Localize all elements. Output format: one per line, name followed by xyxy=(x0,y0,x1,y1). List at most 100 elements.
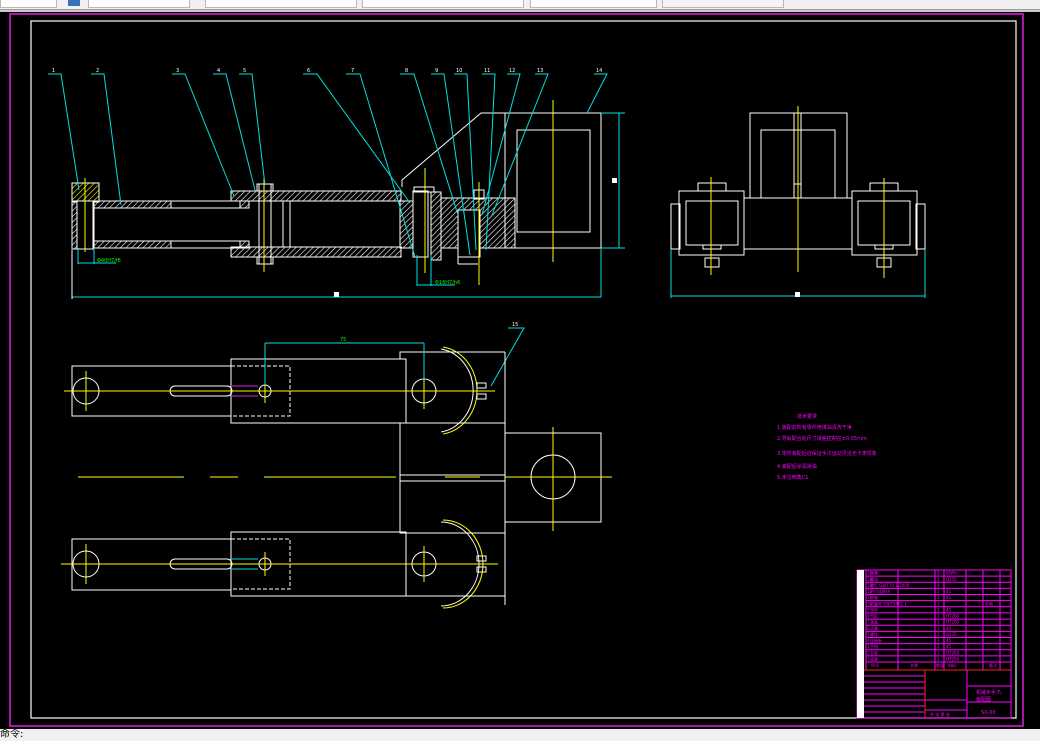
parts-list-qty: 1 xyxy=(937,650,940,655)
plan-view xyxy=(61,346,612,609)
front-section-view xyxy=(71,100,602,285)
parts-list-material: 45 xyxy=(946,638,952,643)
title-block xyxy=(856,569,1012,719)
tech-req-item: 1.装配前所有零件用煤油清洗干净 xyxy=(777,424,852,431)
parts-list-qty: 2 xyxy=(937,632,940,637)
balloon-2: 2 xyxy=(96,68,99,74)
sheet-border xyxy=(9,13,1024,727)
parts-list-no: 9 xyxy=(867,607,870,612)
toolbar-field[interactable] xyxy=(0,0,57,8)
command-line[interactable]: 命令: xyxy=(0,729,1040,741)
lineweight-dropdown[interactable] xyxy=(530,0,657,8)
drawing-title-line1: 机械手手爪 xyxy=(976,689,1001,696)
parts-list-qty: 2 xyxy=(937,577,940,582)
balloon-1: 1 xyxy=(52,68,55,74)
parts-list-material: HT200 xyxy=(946,657,960,662)
parts-list-no: 13 xyxy=(867,583,873,588)
header-material: 材料 xyxy=(948,662,956,668)
balloon-7: 7 xyxy=(351,68,354,74)
drawing-frame xyxy=(30,20,1017,719)
parts-list-name: 螺母 xyxy=(870,576,878,582)
plan-dimensions xyxy=(264,342,425,385)
parts-list-name: 螺栓 xyxy=(870,631,878,637)
side-dimensions xyxy=(670,249,926,298)
tech-req-item: 2.导轨配合处尺寸误差控制在±0.05mm xyxy=(777,435,867,442)
balloon-5: 5 xyxy=(243,68,246,74)
parts-list-qty: 2 xyxy=(937,607,940,612)
parts-list-name: 连接板 xyxy=(870,637,882,643)
balloon-11: 11 xyxy=(484,68,490,74)
parts-list-material: 45 xyxy=(946,644,952,649)
parts-list-no: 6 xyxy=(867,626,870,631)
parts-list-name: 活塞 xyxy=(870,625,878,631)
parts-list-qty: 1 xyxy=(937,626,940,631)
balloon-3: 3 xyxy=(176,68,179,74)
parts-list-no: 5 xyxy=(867,632,870,637)
parts-list-name: 销轴 xyxy=(870,594,878,600)
parts-list-no: 11 xyxy=(867,595,873,600)
front-dimensions xyxy=(71,112,625,299)
parts-list-no: 3 xyxy=(867,644,870,649)
linetype-dropdown[interactable] xyxy=(362,0,524,8)
toolbar-separator xyxy=(0,10,1040,12)
parts-list-name: 端盖 xyxy=(870,619,878,625)
sheet-label: 共 张 第 张 xyxy=(930,711,950,717)
parts-list-no: 10 xyxy=(867,601,873,606)
balloon-8: 8 xyxy=(405,68,408,74)
parts-list-name: 手爪连接块 xyxy=(870,588,890,594)
parts-list-no: 8 xyxy=(867,614,870,619)
tech-req-title: 技术要求 xyxy=(797,413,817,420)
color-dropdown[interactable] xyxy=(205,0,357,8)
layer-dropdown[interactable] xyxy=(88,0,190,8)
parts-list-name: 导杆 xyxy=(870,606,878,612)
drawing-canvas[interactable]: Φ40H7/f6 Φ16H7/h6 1 2 3 4 5 6 7 8 9 10 1… xyxy=(0,12,1040,729)
balloon-15: 15 xyxy=(512,322,518,328)
parts-list-qty: 1 xyxy=(937,620,940,625)
balloon-10: 10 xyxy=(456,68,462,74)
parts-list-material: 45 xyxy=(946,589,952,594)
parts-list-qty: 1 xyxy=(937,614,940,619)
parts-list-qty: 2 xyxy=(937,644,940,649)
parts-list-name: 底座 xyxy=(870,656,878,662)
parts-list-no: 15 xyxy=(867,571,873,576)
header-qty: 数量 xyxy=(936,662,944,668)
command-prompt: 命令: xyxy=(0,729,24,740)
parts-list-material: HT200 xyxy=(946,614,960,619)
drawing-number: SX-00 xyxy=(981,710,996,716)
parts-list-no: 12 xyxy=(867,589,873,594)
layer-icon[interactable] xyxy=(68,0,80,6)
balloon-6: 6 xyxy=(307,68,310,74)
parts-list-material: HT200 xyxy=(946,650,960,655)
part-leaders xyxy=(48,73,608,387)
parts-list-qty: 4 xyxy=(937,583,940,588)
parts-list-name: 弹簧 xyxy=(870,570,878,576)
header-name: 名称 xyxy=(910,662,918,668)
parts-list-note: 外购 xyxy=(985,600,993,606)
parts-list-qty: 1 xyxy=(937,601,940,606)
parts-list-no: 1 xyxy=(867,657,870,662)
title-block-text: 机械手手爪 装配图 SX-00 序号 名称 数量 材料 备注 共 张 第 张 xyxy=(871,662,1001,717)
parts-list-no: 2 xyxy=(867,650,870,655)
header-no: 序号 xyxy=(871,662,879,668)
side-view xyxy=(670,106,926,278)
dimension-plan-top: 75 xyxy=(340,337,346,343)
balloon-13: 13 xyxy=(537,68,543,74)
part-balloon-labels: 1 2 3 4 5 6 7 8 9 10 11 12 13 14 15 xyxy=(52,68,602,328)
drawing-title-line2: 装配图 xyxy=(976,696,991,703)
parts-list-name: 活塞杆 GB/T3452.1 xyxy=(870,600,907,606)
parts-list-name: 支架 xyxy=(870,649,878,655)
balloon-12: 12 xyxy=(509,68,515,74)
parts-list-material: 65Mn xyxy=(946,571,958,576)
toolbar xyxy=(0,0,1040,10)
parts-list-material: Q235 xyxy=(946,577,957,582)
technical-requirements: 技术要求 1.装配前所有零件用煤油清洗干净 2.导轨配合处尺寸误差控制在±0.0… xyxy=(777,413,877,481)
parts-list-material: HT200 xyxy=(946,620,960,625)
plotstyle-dropdown[interactable] xyxy=(662,0,784,8)
dimension-front-left: Φ40H7/f6 xyxy=(97,258,121,264)
parts-list-no: 4 xyxy=(867,638,870,643)
tech-req-item: 5.未注倒角C1 xyxy=(777,474,808,481)
tech-req-item: 3.零件装配后应保证手爪运动灵活无卡滞现象 xyxy=(777,450,877,457)
parts-list-qty: 2 xyxy=(937,589,940,594)
cad-drawing: Φ40H7/f6 Φ16H7/h6 1 2 3 4 5 6 7 8 9 10 1… xyxy=(9,13,1024,727)
